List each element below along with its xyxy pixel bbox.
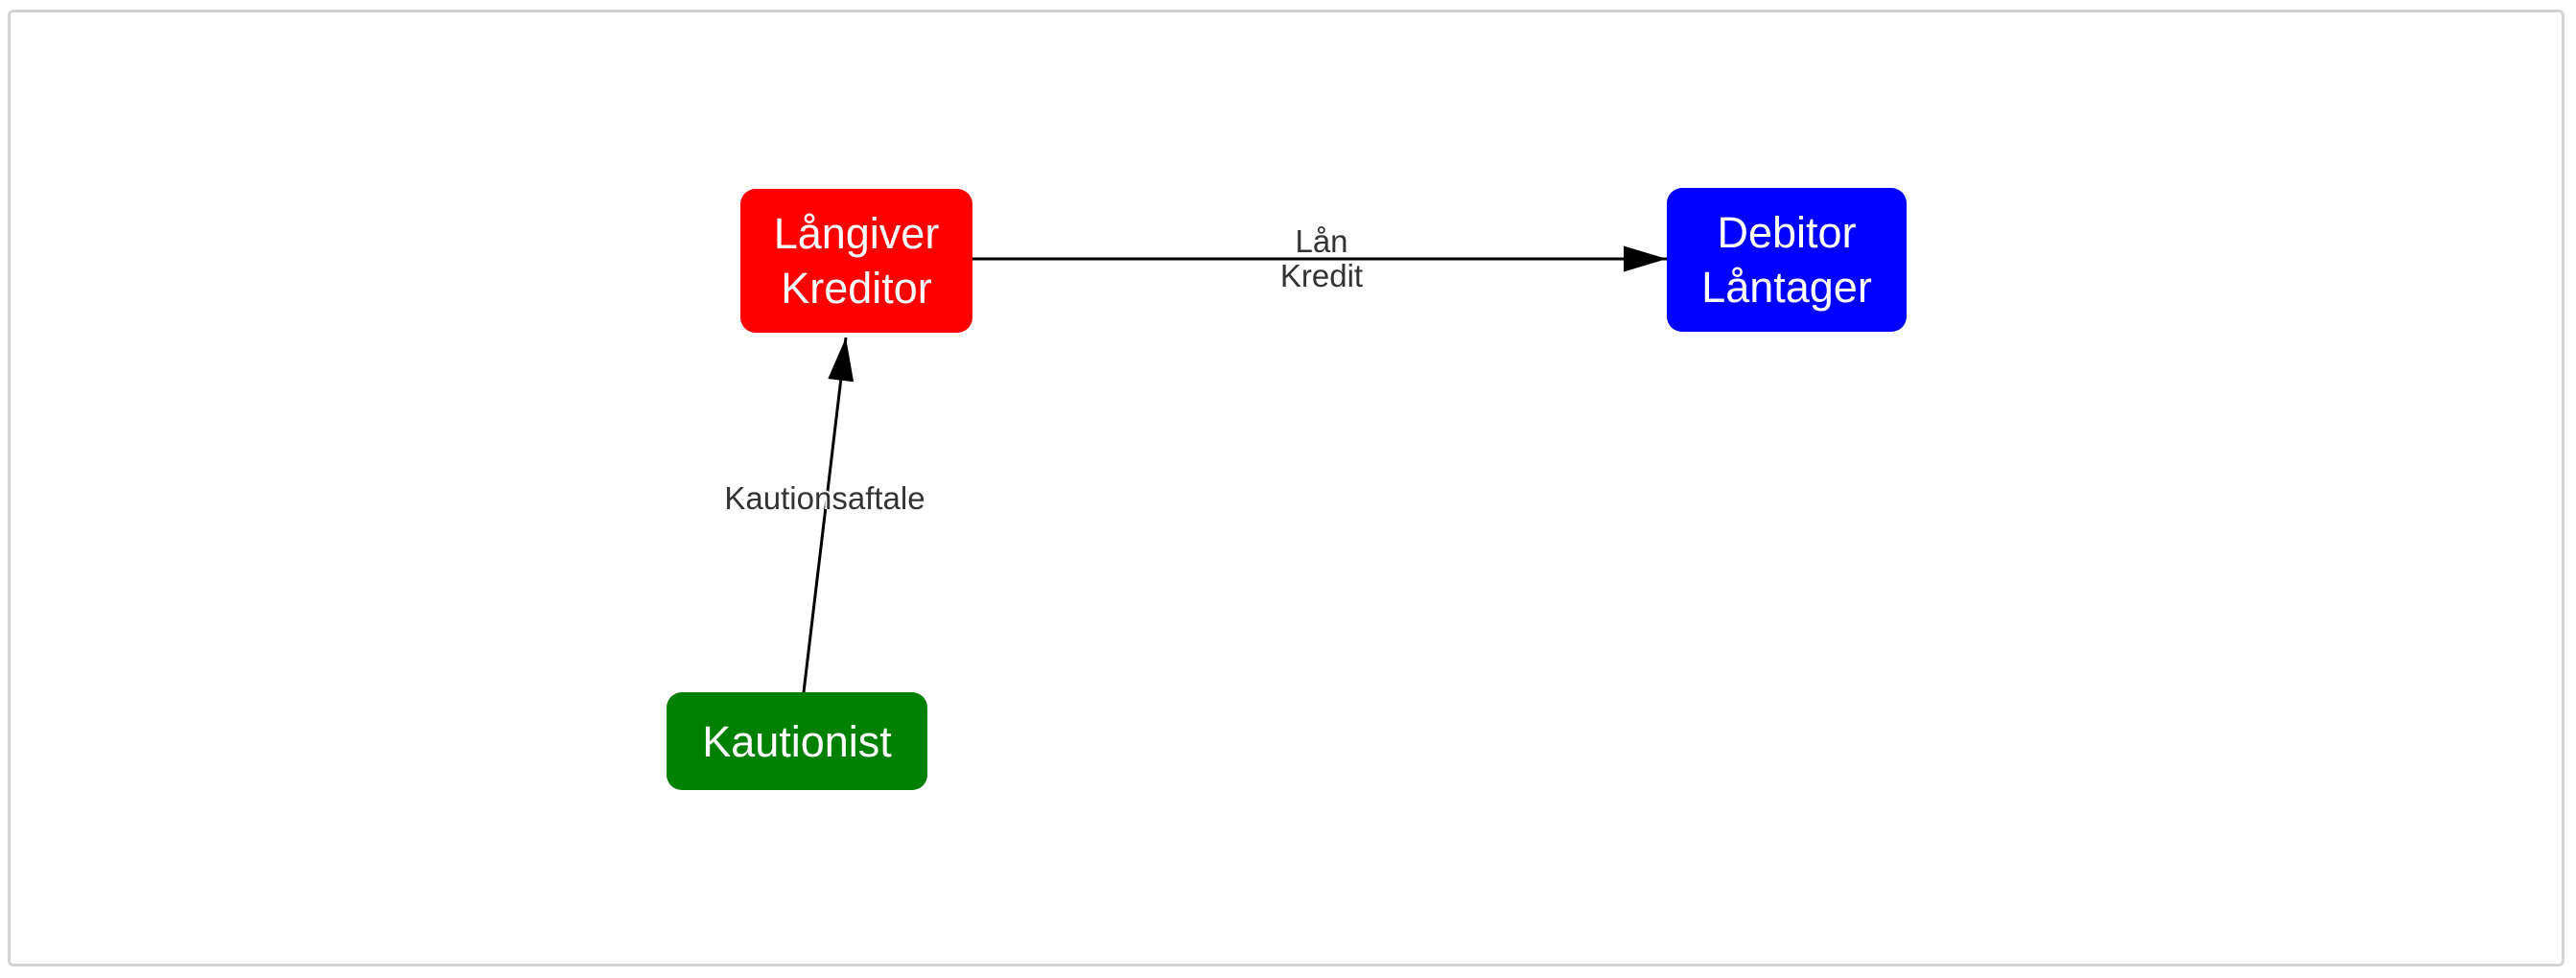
node-label-line: Kreditor xyxy=(781,264,932,313)
edge-label-kautionsaftale: Kautionsaftale xyxy=(657,481,993,516)
edge-label-line: Kautionsaftale xyxy=(724,480,925,516)
node-langiver-kreditor: Långiver Kreditor xyxy=(740,189,972,333)
node-label-line: Debitor xyxy=(1717,208,1857,257)
edge-label-line: Kredit xyxy=(1279,258,1364,293)
edge-label-line: Lån xyxy=(1295,223,1348,259)
node-kautionist: Kautionist xyxy=(667,692,927,790)
edge-kautionsaftale-line xyxy=(802,337,855,693)
node-label-line: Låntager xyxy=(1701,263,1872,312)
node-label-line: Långiver xyxy=(773,209,940,258)
node-debitor-lantager: Debitor Låntager xyxy=(1667,188,1907,332)
node-label-line: Kautionist xyxy=(702,716,892,766)
edge-label-lan-kredit: Lån Kredit xyxy=(1226,224,1417,293)
